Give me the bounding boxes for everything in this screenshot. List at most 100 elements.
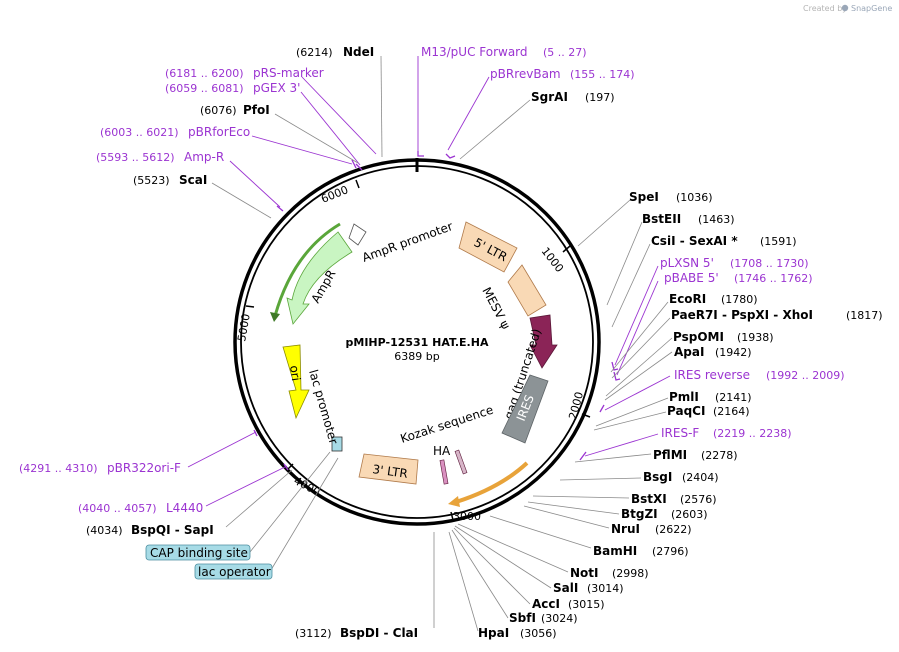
pbr322ori-name[interactable]: pBR322ori-F <box>107 461 181 475</box>
csii-name[interactable]: CsiI - SexAI * <box>651 234 738 248</box>
ndei-name[interactable]: NdeI <box>343 45 374 59</box>
acci-name[interactable]: AccI <box>532 597 560 611</box>
pbrrevbam-mark <box>445 153 456 159</box>
noti-name[interactable]: NotI <box>570 566 599 580</box>
acci-leader <box>453 527 531 605</box>
pbrforeco-name[interactable]: pBRforEco <box>188 125 250 139</box>
bamhi-pos: (2796) <box>652 545 689 558</box>
ruler-tick-2000 <box>581 413 591 418</box>
scai-name[interactable]: ScaI <box>179 173 207 187</box>
pbabe-leader <box>616 280 659 376</box>
m13-range: (5 .. 27) <box>543 46 587 59</box>
l4440-leader <box>205 465 288 507</box>
sbfi-name[interactable]: SbfI <box>509 611 536 625</box>
ruler-label-3000: 3000 <box>453 510 481 523</box>
ires-feature[interactable] <box>501 374 549 444</box>
pflmi-name[interactable]: PflMI <box>653 448 687 462</box>
ampr-feature[interactable] <box>286 231 353 325</box>
ecori-leader <box>610 301 669 373</box>
lac-operator-box[interactable] <box>194 563 273 580</box>
m13-name[interactable]: M13/pUC Forward <box>421 45 528 59</box>
pfoi-name[interactable]: PfoI <box>243 103 270 117</box>
bspqi-leader <box>225 469 293 528</box>
ha-feature[interactable] <box>454 449 468 475</box>
paer7i-pos: (1817) <box>846 309 883 322</box>
prs-marker-name[interactable]: pRS-marker <box>253 66 324 80</box>
cap-site-leader <box>249 451 331 553</box>
mesv-feature[interactable] <box>507 264 547 317</box>
paqci-leader <box>593 411 667 431</box>
hpai-pos: (3056) <box>520 627 557 640</box>
sgrai-name[interactable]: SgrAI <box>531 90 568 104</box>
ori-feature[interactable] <box>282 344 310 420</box>
pbr322ori-range: (4291 .. 4310) <box>19 462 98 475</box>
bsteii-name[interactable]: BstEII <box>642 212 681 226</box>
pmli-name[interactable]: PmlI <box>669 390 699 404</box>
bstxi-name[interactable]: BstXI <box>631 492 667 506</box>
lac-promoter-mark[interactable] <box>331 436 343 452</box>
bspqi-name[interactable]: BspQI - SapI <box>131 523 214 537</box>
hpai-leader <box>448 531 479 632</box>
gag-feature[interactable] <box>529 314 558 369</box>
ltr5-feature[interactable] <box>458 221 518 273</box>
l4440-name[interactable]: L4440 <box>166 501 203 515</box>
brand-name[interactable]: SnapGene <box>851 4 892 13</box>
bspdi-name[interactable]: BspDI - ClaI <box>340 626 418 640</box>
plasmid-length: 6389 bp <box>394 350 439 363</box>
cap-binding-site-box[interactable] <box>145 544 251 561</box>
ori-label: ori <box>287 364 303 381</box>
pbrforeco-mark <box>351 159 357 169</box>
ampr-promoter-feature[interactable] <box>348 223 367 246</box>
plxsn-range: (1708 .. 1730) <box>730 257 809 270</box>
apai-pos: (1942) <box>715 346 752 359</box>
plxsn-name[interactable]: pLXSN 5' <box>660 256 714 270</box>
spei-name[interactable]: SpeI <box>629 190 659 204</box>
ires-f-range: (2219 .. 2238) <box>713 427 792 440</box>
ltr3-label: 3' LTR <box>372 462 409 481</box>
sbfi-pos: (3024) <box>541 612 578 625</box>
pbabe-name[interactable]: pBABE 5' <box>664 271 719 285</box>
pbrforeco-range: (6003 .. 6021) <box>100 126 179 139</box>
btgzi-name[interactable]: BtgZI <box>621 507 658 521</box>
pbrrevbam-name[interactable]: pBRrevBam <box>490 67 561 81</box>
nrui-name[interactable]: NruI <box>611 522 640 536</box>
hpai-name[interactable]: HpaI <box>478 626 509 640</box>
ires-reverse-leader <box>604 375 671 411</box>
paer7i-name[interactable]: PaeR7I - PspXI - XhoI <box>671 308 813 322</box>
cds-track <box>455 461 529 504</box>
ires-reverse-name[interactable]: IRES reverse <box>674 368 750 382</box>
pbr322ori-leader <box>187 431 257 468</box>
sali-name[interactable]: SalI <box>553 581 578 595</box>
pgex3-name[interactable]: pGEX 3' <box>253 81 300 95</box>
sgrai-pos: (197) <box>585 91 615 104</box>
pspomi-pos: (1938) <box>737 331 774 344</box>
ampr-primer-name[interactable]: Amp-R <box>184 150 224 164</box>
ha-label: HA <box>433 444 451 458</box>
bamhi-leader <box>489 515 592 549</box>
ecori-name[interactable]: EcoRI <box>669 292 706 306</box>
btgzi-leader <box>527 501 620 515</box>
kozak-feature[interactable] <box>439 459 449 485</box>
pfoi-leader <box>274 113 359 164</box>
ruler-label-1000: 1000 <box>539 245 566 275</box>
ruler-tick-1000 <box>562 245 571 253</box>
ires-reverse-range: (1992 .. 2009) <box>766 369 845 382</box>
ampr-track-arrowhead <box>270 312 280 322</box>
ruler-label-4000: 4000 <box>292 474 323 499</box>
ires-reverse-mark <box>599 404 605 413</box>
paqci-name[interactable]: PaqCI <box>667 404 705 418</box>
ltr3-feature[interactable] <box>358 453 419 485</box>
spei-pos: (1036) <box>676 191 713 204</box>
ruler-tick-3000 <box>450 511 454 521</box>
bsgi-name[interactable]: BsgI <box>643 470 672 484</box>
pflmi-leader <box>574 453 652 463</box>
ampr-primer-range: (5593 .. 5612) <box>96 151 175 164</box>
bamhi-name[interactable]: BamHI <box>593 544 637 558</box>
pspomi-name[interactable]: PspOMI <box>673 330 724 344</box>
sgrai-leader <box>459 99 531 160</box>
ires-f-name[interactable]: IRES-F <box>661 426 699 440</box>
pbrrevbam-range: (155 .. 174) <box>570 68 635 81</box>
ruler-tick-6000 <box>355 179 360 189</box>
apai-name[interactable]: ApaI <box>674 345 704 359</box>
